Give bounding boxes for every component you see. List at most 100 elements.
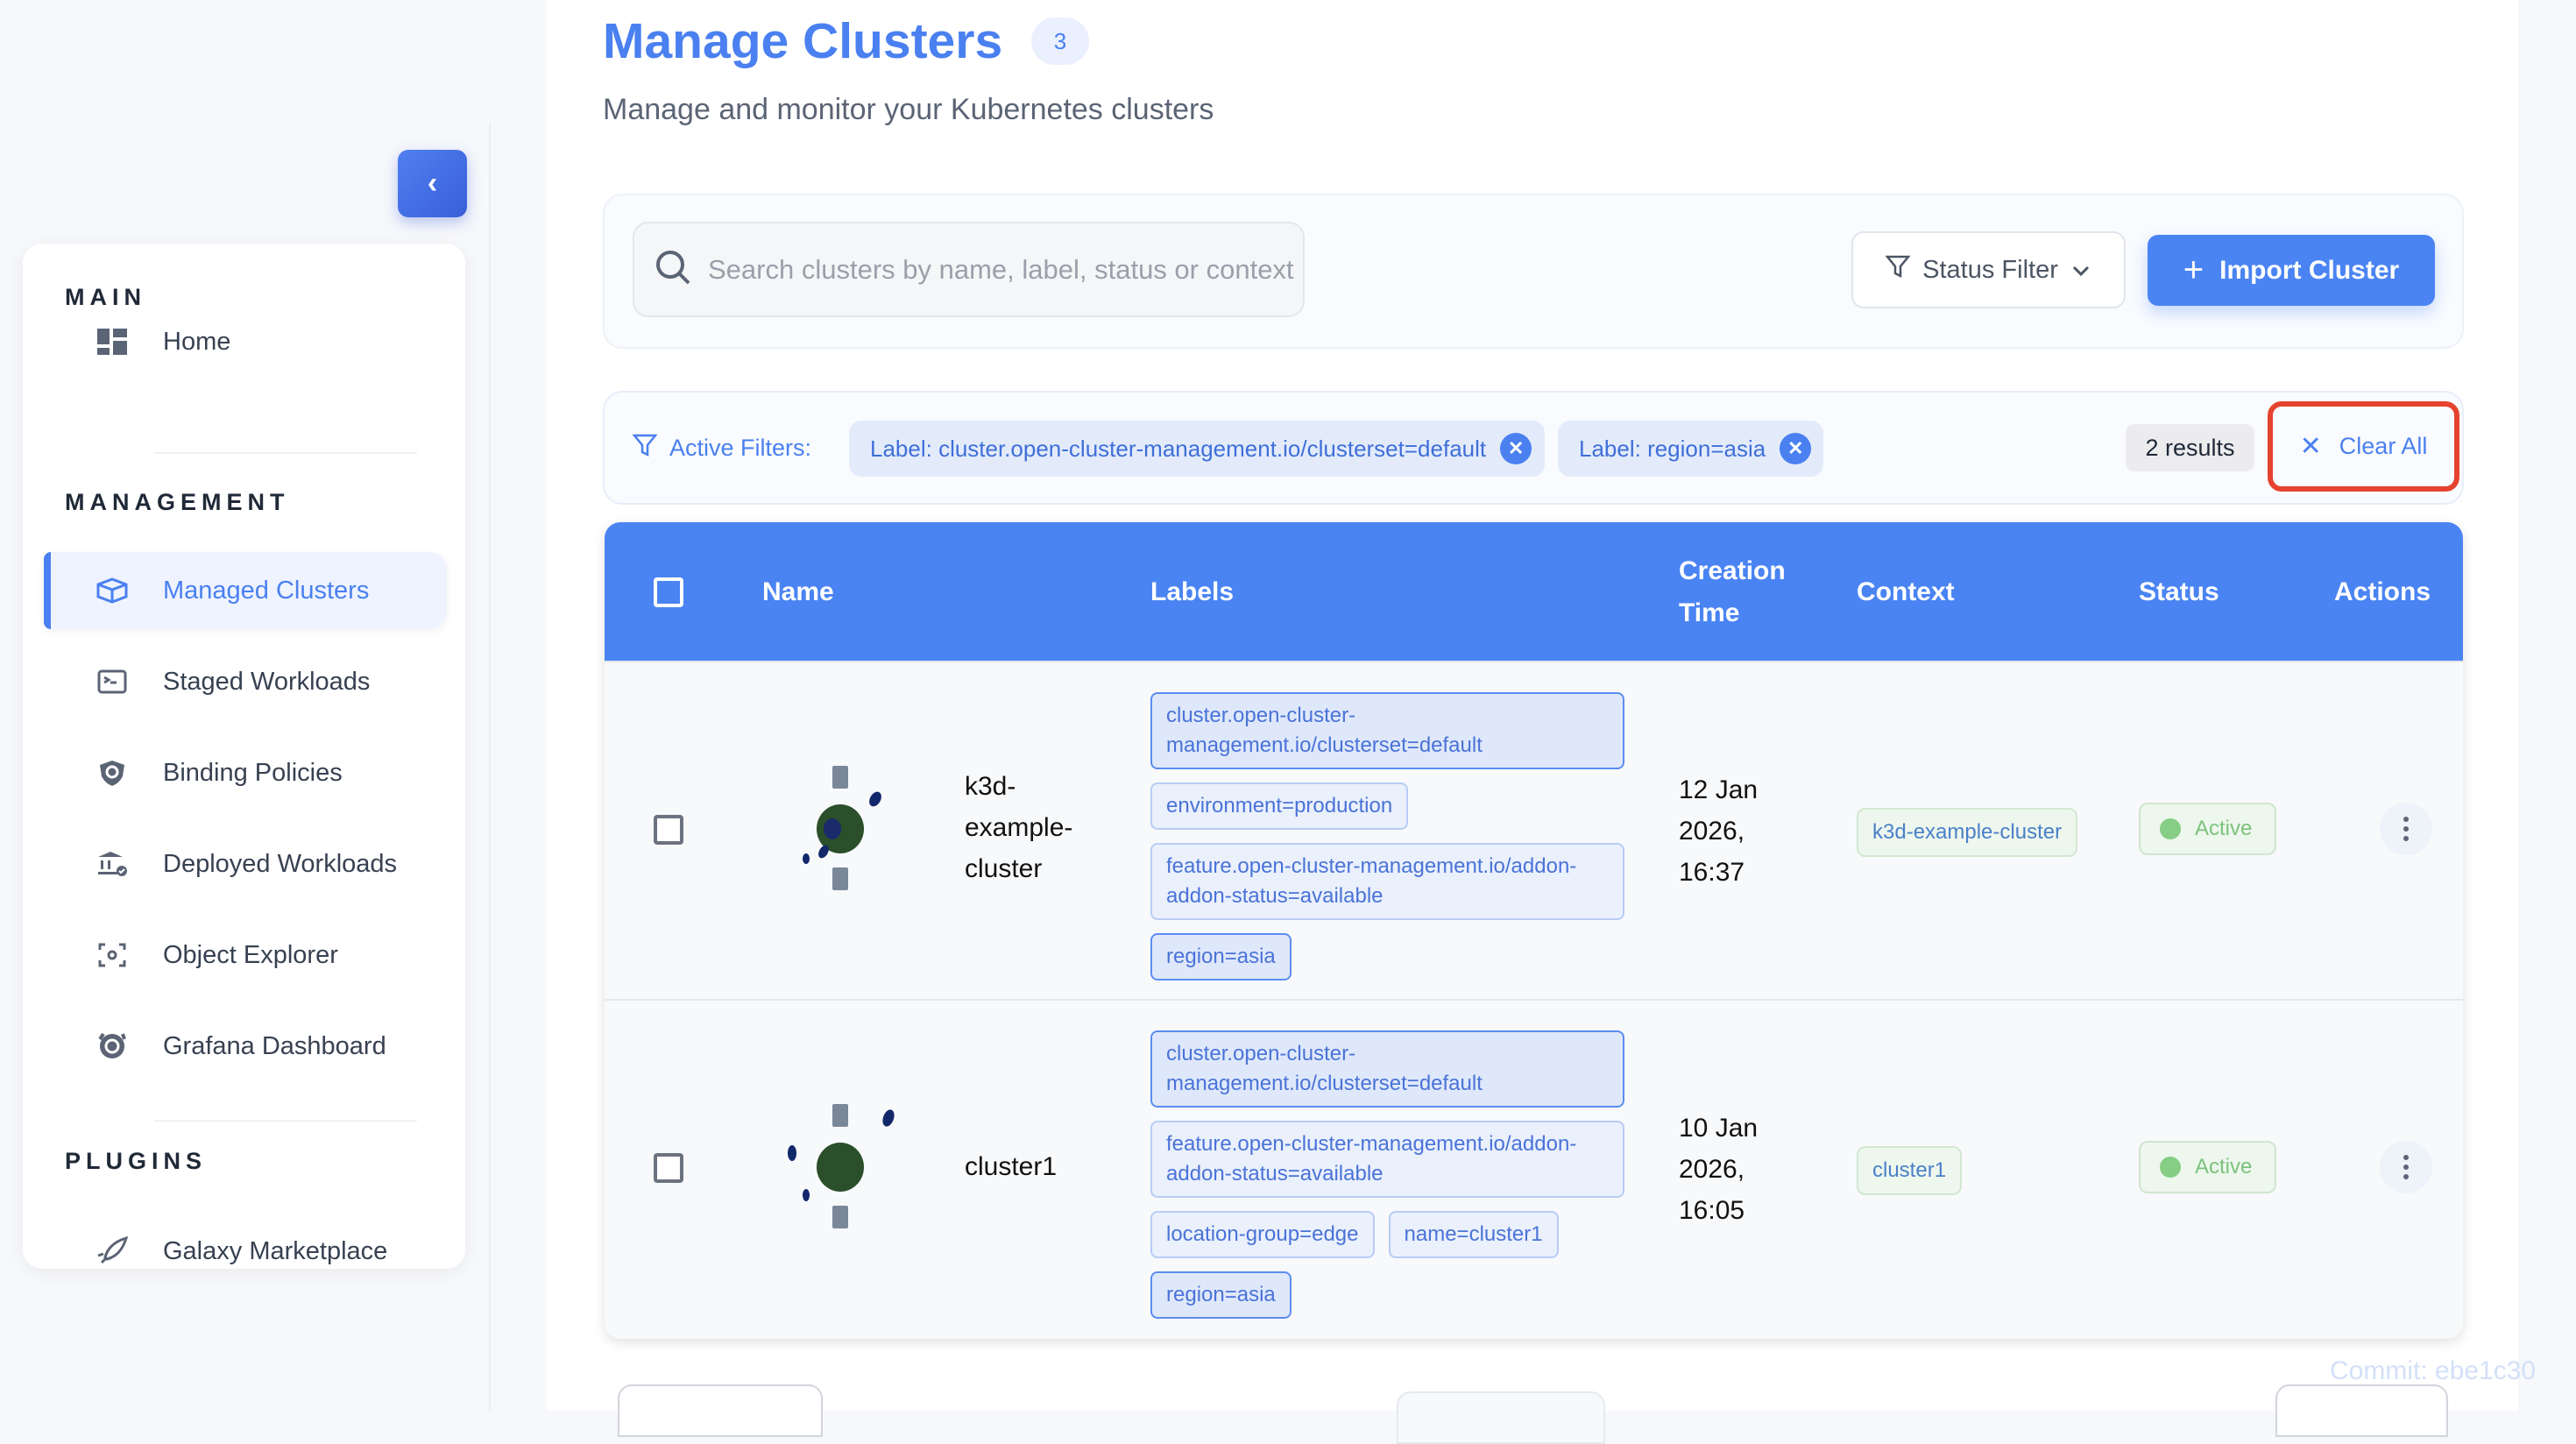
divider bbox=[489, 123, 491, 1411]
more-actions-icon[interactable] bbox=[2380, 803, 2432, 855]
sidebar-item-object-explorer[interactable]: Object Explorer bbox=[44, 917, 447, 994]
search-icon bbox=[654, 248, 692, 291]
table-header: Name Labels Creation Time Context Status… bbox=[605, 522, 2463, 662]
search-box[interactable] bbox=[633, 222, 1305, 317]
page-subtitle: Manage and monitor your Kubernetes clust… bbox=[603, 93, 1214, 126]
label-chip: cluster.open-cluster-management.io/clust… bbox=[1150, 692, 1624, 769]
context-badge: k3d-example-cluster bbox=[1857, 808, 2078, 857]
remove-filter-icon[interactable]: ✕ bbox=[1500, 433, 1532, 464]
active-filters-label: Active Filters: bbox=[632, 433, 812, 464]
sidebar-item-label: Home bbox=[163, 327, 231, 356]
chevron-left-icon: ‹ bbox=[427, 166, 438, 200]
collapse-sidebar-button[interactable]: ‹ bbox=[398, 150, 467, 217]
column-creation-time[interactable]: Creation Time bbox=[1679, 556, 1786, 627]
import-cluster-label: Import Cluster bbox=[2219, 255, 2400, 285]
sidebar-item-label: Galaxy Marketplace bbox=[163, 1236, 388, 1265]
rocket-icon bbox=[95, 1236, 130, 1266]
filter-chip: Label: cluster.open-cluster-management.i… bbox=[849, 421, 1545, 477]
more-actions-icon[interactable] bbox=[2380, 1141, 2432, 1193]
filter-chip: Label: region=asia ✕ bbox=[1558, 421, 1823, 477]
status-label: Active bbox=[2195, 1155, 2253, 1179]
sidebar-item-label: Managed Clusters bbox=[163, 576, 370, 605]
cluster-name[interactable]: k3d-example-cluster bbox=[965, 772, 1073, 883]
status-badge: Active bbox=[2139, 803, 2277, 855]
plus-icon: + bbox=[2183, 251, 2204, 289]
column-actions: Actions bbox=[2334, 577, 2431, 606]
section-main-title: MAIN bbox=[65, 284, 146, 310]
status-badge: Active bbox=[2139, 1141, 2277, 1193]
close-icon: ✕ bbox=[2299, 432, 2322, 461]
shield-icon bbox=[95, 759, 130, 787]
cluster-icon bbox=[780, 1097, 902, 1237]
sidebar: MAIN Home MANAGEMENT Managed Clusters St… bbox=[23, 244, 465, 1269]
filter-chip-label: Label: region=asia bbox=[1579, 435, 1766, 462]
label-chip: feature.open-cluster-management.io/addon… bbox=[1150, 843, 1624, 920]
status-filter-label: Status Filter bbox=[1922, 255, 2058, 284]
remove-filter-icon[interactable]: ✕ bbox=[1780, 433, 1812, 464]
pagination-previous-button[interactable] bbox=[618, 1384, 823, 1437]
pagination-page-indicator bbox=[1397, 1391, 1605, 1444]
sidebar-item-binding-policies[interactable]: Binding Policies bbox=[44, 734, 447, 811]
sidebar-item-managed-clusters[interactable]: Managed Clusters bbox=[44, 552, 447, 629]
sidebar-item-grafana-dashboard[interactable]: Grafana Dashboard bbox=[44, 1008, 447, 1085]
label-chip: environment=production bbox=[1150, 782, 1409, 830]
status-filter-dropdown[interactable]: Status Filter bbox=[1851, 231, 2126, 308]
filter-icon bbox=[632, 433, 658, 464]
status-dot-icon bbox=[2160, 818, 2181, 839]
label-chip: region=asia bbox=[1150, 1271, 1292, 1319]
context-badge: cluster1 bbox=[1857, 1146, 1963, 1195]
label-chip: location-group=edge bbox=[1150, 1211, 1375, 1258]
clusters-table: Name Labels Creation Time Context Status… bbox=[605, 522, 2463, 1339]
select-all-checkbox[interactable] bbox=[654, 577, 683, 607]
table-row[interactable]: k3d-example-cluster cluster.open-cluster… bbox=[605, 661, 2463, 1001]
cube-icon bbox=[95, 577, 130, 604]
column-name[interactable]: Name bbox=[762, 577, 834, 606]
chevron-down-icon bbox=[2070, 256, 2091, 285]
column-context: Context bbox=[1857, 577, 1955, 606]
table-row[interactable]: cluster1 cluster.open-cluster-management… bbox=[605, 999, 2463, 1339]
active-filters-text: Active Filters: bbox=[669, 435, 812, 461]
label-chip: feature.open-cluster-management.io/addon… bbox=[1150, 1121, 1624, 1198]
sidebar-item-label: Grafana Dashboard bbox=[163, 1031, 386, 1060]
label-chip: cluster.open-cluster-management.io/clust… bbox=[1150, 1030, 1624, 1108]
cluster-name[interactable]: cluster1 bbox=[965, 1152, 1058, 1181]
row-checkbox[interactable] bbox=[654, 815, 683, 845]
clear-all-button[interactable]: ✕ Clear All bbox=[2268, 401, 2459, 492]
status-label: Active bbox=[2195, 817, 2253, 840]
clear-all-label: Clear All bbox=[2339, 433, 2428, 459]
column-status: Status bbox=[2139, 577, 2219, 606]
sidebar-item-label: Deployed Workloads bbox=[163, 849, 398, 878]
results-count: 2 results bbox=[2126, 424, 2254, 471]
bank-check-icon bbox=[95, 850, 130, 878]
search-input[interactable] bbox=[708, 253, 1303, 286]
column-labels: Labels bbox=[1150, 577, 1235, 606]
grafana-icon bbox=[95, 1030, 130, 1062]
dashboard-icon bbox=[95, 329, 130, 355]
terminal-icon bbox=[95, 669, 130, 694]
label-chip: name=cluster1 bbox=[1388, 1211, 1559, 1258]
labels-list: cluster.open-cluster-management.io/clust… bbox=[1150, 1030, 1628, 1319]
creation-time: 10 Jan 2026, 16:05 bbox=[1679, 1114, 1759, 1225]
section-management-title: MANAGEMENT bbox=[65, 489, 290, 515]
sidebar-item-deployed-workloads[interactable]: Deployed Workloads bbox=[44, 825, 447, 902]
pagination-next-button[interactable] bbox=[2275, 1384, 2448, 1437]
sidebar-item-galaxy-marketplace[interactable]: Galaxy Marketplace bbox=[44, 1213, 447, 1269]
filter-chip-label: Label: cluster.open-cluster-management.i… bbox=[870, 435, 1487, 462]
scan-icon bbox=[95, 943, 130, 967]
sidebar-item-label: Staged Workloads bbox=[163, 667, 371, 696]
filter-icon bbox=[1885, 254, 1911, 286]
section-plugins-title: PLUGINS bbox=[65, 1148, 208, 1174]
label-chip: region=asia bbox=[1150, 933, 1292, 980]
commit-hash: Commit: ebe1c30 bbox=[2330, 1356, 2537, 1385]
sidebar-item-home[interactable]: Home bbox=[44, 303, 447, 380]
sidebar-item-staged-workloads[interactable]: Staged Workloads bbox=[44, 643, 447, 720]
cluster-icon bbox=[780, 759, 902, 899]
row-checkbox[interactable] bbox=[654, 1153, 683, 1183]
sidebar-item-label: Object Explorer bbox=[163, 940, 338, 969]
creation-time: 12 Jan 2026, 16:37 bbox=[1679, 775, 1759, 887]
labels-list: cluster.open-cluster-management.io/clust… bbox=[1150, 692, 1628, 980]
page-title: Manage Clusters bbox=[603, 13, 1003, 69]
sidebar-item-label: Binding Policies bbox=[163, 758, 343, 787]
status-dot-icon bbox=[2160, 1157, 2181, 1178]
import-cluster-button[interactable]: + Import Cluster bbox=[2148, 235, 2435, 306]
